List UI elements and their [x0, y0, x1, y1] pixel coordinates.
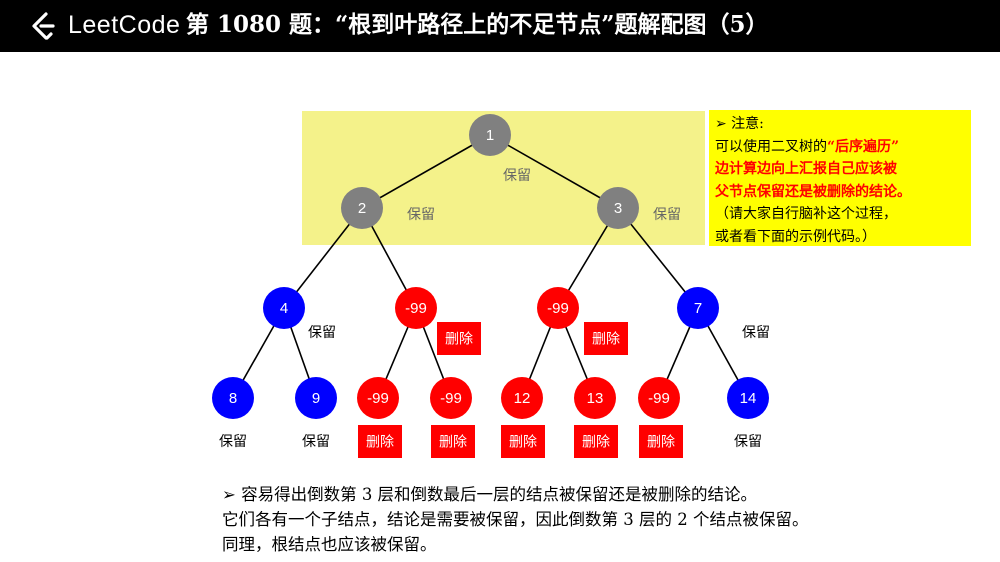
- tree-node-value: -99: [547, 300, 569, 317]
- keep-label: 保留: [308, 325, 336, 341]
- tree-node-circle: [430, 377, 472, 419]
- tree-node: -99: [357, 377, 399, 419]
- delete-label: 删除: [439, 435, 467, 451]
- tree-node-value: 8: [229, 390, 237, 407]
- tree-node-value: 13: [587, 390, 604, 407]
- keep-label: 保留: [503, 168, 531, 184]
- footer-line: 它们各有一个子结点，结论是需要被保留，因此倒数第 3 层的 2 个结点被保留。: [222, 510, 809, 529]
- tree-node-value: -99: [405, 300, 427, 317]
- delete-label: 删除: [647, 435, 675, 451]
- tree-node: -99: [638, 377, 680, 419]
- note-line: 父节点保留还是被删除的结论。: [715, 183, 911, 200]
- keep-label: 保留: [219, 434, 247, 450]
- note-box: ➢ 注意: 可以使用二叉树的“后序遍历” 边计算边向上汇报自己应该被 父节点保留…: [709, 110, 971, 246]
- tree-node-circle: [341, 187, 383, 229]
- delete-label: 删除: [592, 332, 620, 348]
- tree-node-value: 9: [312, 390, 320, 407]
- tree-node: 9: [295, 377, 337, 419]
- delete-badge-box: [574, 425, 618, 458]
- tree-node-value: -99: [440, 390, 462, 407]
- delete-badge-box: [358, 425, 402, 458]
- delete-badge: 删除: [584, 322, 628, 355]
- tree-node-circle: [574, 377, 616, 419]
- tree-node-circle: [638, 377, 680, 419]
- delete-label: 删除: [509, 435, 537, 451]
- tree-node-circle: [677, 287, 719, 329]
- keep-label: 保留: [407, 207, 435, 223]
- tree-node: -99: [395, 287, 437, 329]
- page-title: 第 1080 题：“根到叶路径上的不足节点”题解配图（5）: [186, 11, 769, 38]
- delete-badge-box: [437, 322, 481, 355]
- tree-edge: [617, 207, 699, 309]
- tree-node-value: 12: [514, 390, 531, 407]
- tree-edge: [361, 134, 491, 209]
- tree-edges: [232, 134, 749, 399]
- delete-label: 删除: [582, 435, 610, 451]
- footer-text: ➢ 容易得出倒数第 3 层和倒数最后一层的结点被保留还是被删除的结论。 它们各有…: [222, 482, 808, 557]
- tree-node-value: -99: [367, 390, 389, 407]
- tree-node: -99: [537, 287, 579, 329]
- tree-node: 1: [469, 114, 511, 156]
- tree-node-value: 2: [358, 200, 366, 217]
- tree-node: 13: [574, 377, 616, 419]
- tree-node-value: -99: [648, 390, 670, 407]
- tree-edge: [489, 134, 619, 209]
- keep-label: 保留: [302, 434, 330, 450]
- tree-node-circle: [597, 187, 639, 229]
- tree-node: 14: [727, 377, 769, 419]
- note-line: 边计算边向上汇报自己应该被: [715, 161, 897, 177]
- tree-node: 2: [341, 187, 383, 229]
- leetcode-logo-icon: [32, 12, 55, 40]
- delete-badge: 删除: [574, 425, 618, 458]
- tree-node-circle: [263, 287, 305, 329]
- tree-node: 3: [597, 187, 639, 229]
- tree-edge: [283, 207, 363, 309]
- delete-badge: 删除: [501, 425, 545, 458]
- note-line: 可以使用二叉树的“后序遍历”: [715, 138, 900, 155]
- footer-line: ➢ 容易得出倒数第 3 层和倒数最后一层的结点被保留还是被删除的结论。: [222, 485, 758, 504]
- tree-node-circle: [727, 377, 769, 419]
- keep-label: 保留: [734, 434, 762, 450]
- tree-node-value: 4: [280, 300, 288, 317]
- delete-badge-box: [431, 425, 475, 458]
- delete-badge-box: [639, 425, 683, 458]
- note-line: 或者看下面的示例代码。）: [715, 228, 876, 245]
- tree-node: 8: [212, 377, 254, 419]
- tree-node: 12: [501, 377, 543, 419]
- tree-node-circle: [357, 377, 399, 419]
- tree-node-value: 3: [614, 200, 622, 217]
- keep-label: 保留: [653, 207, 681, 223]
- delete-badge: 删除: [431, 425, 475, 458]
- delete-badge-box: [584, 322, 628, 355]
- tree-node-circle: [537, 287, 579, 329]
- delete-label: 删除: [445, 332, 473, 348]
- footer-line: 同理，根结点也应该被保留。: [222, 535, 437, 554]
- tree-node: 4: [263, 287, 305, 329]
- tree-node: -99: [430, 377, 472, 419]
- delete-badge: 删除: [358, 425, 402, 458]
- delete-badge-box: [501, 425, 545, 458]
- tree-node-value: 7: [694, 300, 702, 317]
- note-line: ➢ 注意:: [715, 116, 764, 132]
- tree-node-circle: [295, 377, 337, 419]
- title-bar: LeetCode 第 1080 题：“根到叶路径上的不足节点”题解配图（5）: [0, 0, 1000, 52]
- node-status-labels: 保留保留保留保留删除删除保留保留保留删除删除删除删除删除保留: [219, 168, 770, 458]
- tree-node: 7: [677, 287, 719, 329]
- keep-label: 保留: [742, 325, 770, 341]
- delete-label: 删除: [366, 435, 394, 451]
- brand-name: LeetCode: [68, 11, 181, 39]
- tree-node-circle: [469, 114, 511, 156]
- delete-badge: 删除: [437, 322, 481, 355]
- tree-node-circle: [501, 377, 543, 419]
- note-emphasis: “后序遍历”: [827, 138, 900, 155]
- note-line: （请大家自行脑补这个过程，: [715, 206, 897, 222]
- tree-node-value: 14: [740, 390, 757, 407]
- tree-node-circle: [212, 377, 254, 419]
- delete-badge: 删除: [639, 425, 683, 458]
- tree-node-circle: [395, 287, 437, 329]
- tree-node-value: 1: [486, 127, 494, 144]
